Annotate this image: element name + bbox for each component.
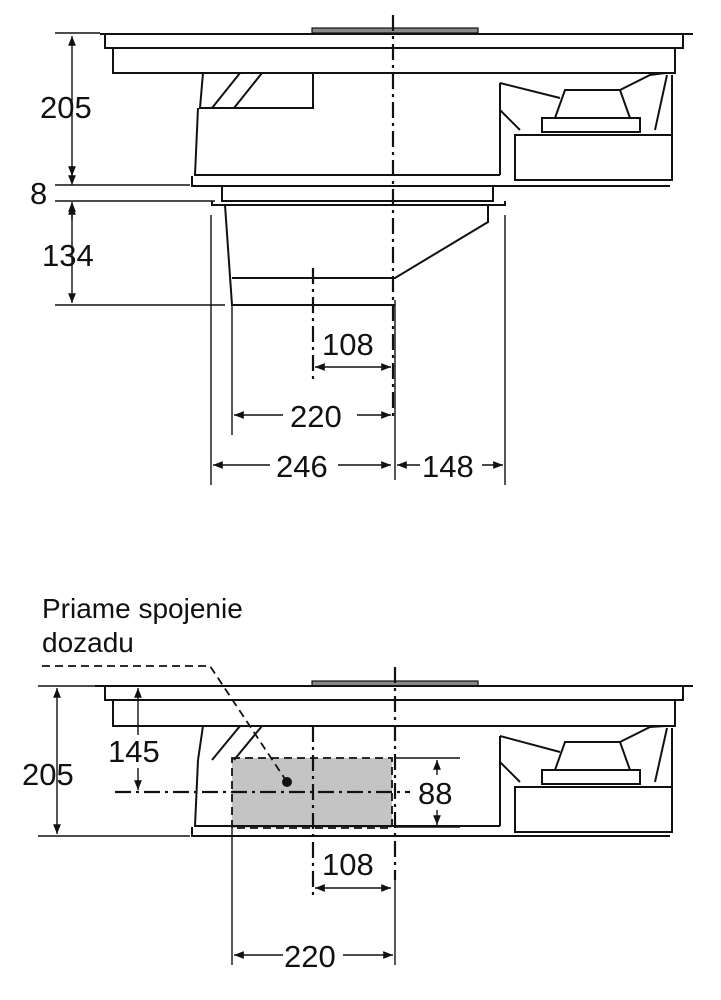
control-strip — [311, 27, 479, 34]
leader-line — [42, 665, 288, 783]
connection-point — [282, 777, 292, 787]
dim-88: 88 — [418, 776, 452, 811]
dim-205: 205 — [22, 757, 74, 792]
body — [191, 759, 670, 837]
dim-148: 148 — [422, 449, 474, 484]
left-housing — [197, 725, 263, 761]
dim-205: 205 — [40, 90, 92, 125]
dim-134: 134 — [42, 238, 94, 273]
dim-220: 220 — [284, 939, 336, 974]
left-housing — [198, 72, 314, 109]
glass-plate — [100, 33, 693, 74]
rear-connection-label-line1: Priame spojenie — [42, 593, 243, 624]
dim-220: 220 — [290, 399, 342, 434]
bottom-dimension-lines: 205 145 88 108 220 — [22, 665, 460, 974]
rear-connection-label-line2: dozadu — [42, 627, 134, 658]
dim-246: 246 — [276, 449, 328, 484]
dim-145: 145 — [108, 734, 160, 769]
dim-108: 108 — [322, 327, 374, 362]
top-dimension-lines: 205 8 134 108 220 246 148 — [30, 15, 505, 485]
adapter-funnel — [224, 204, 489, 306]
fan-unit — [499, 72, 673, 181]
fan-unit — [499, 725, 673, 833]
body — [191, 107, 670, 187]
top-cooktop-section — [100, 27, 693, 306]
dim-8: 8 — [30, 176, 47, 211]
adapter-flange — [211, 186, 506, 206]
dim-108: 108 — [322, 847, 374, 882]
